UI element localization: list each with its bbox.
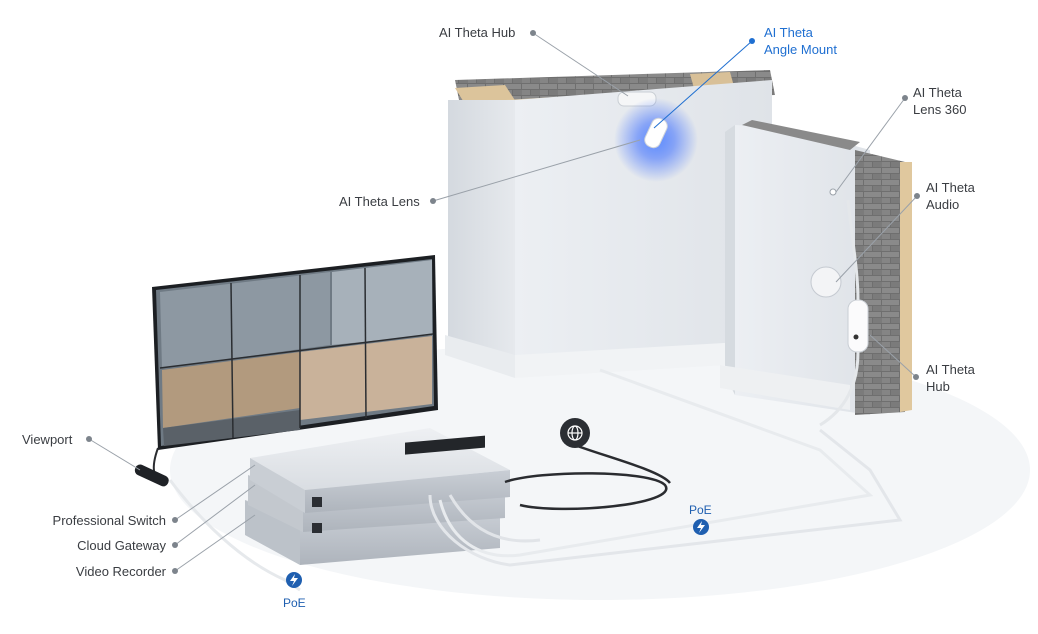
label-professional-switch: Professional Switch — [52, 513, 166, 528]
label-viewport: Viewport — [22, 432, 73, 447]
label-cloud-gateway: Cloud Gateway — [77, 538, 166, 553]
viewport-monitor — [152, 255, 438, 450]
label-poe-right: PoE — [689, 503, 712, 517]
label-theta-hub-top: AI Theta Hub — [439, 25, 516, 40]
theta-lens-360-device — [829, 188, 837, 196]
cables — [152, 368, 903, 592]
label-theta-hub-right: AI Theta Hub — [926, 362, 975, 394]
theta-audio-device — [810, 266, 842, 298]
leader-lines — [88, 32, 918, 572]
viewport-dongle — [134, 464, 169, 487]
network-device-stack — [245, 428, 510, 565]
wall-section-right — [720, 120, 912, 415]
theta-hub-right-device — [847, 299, 869, 353]
label-video-recorder: Video Recorder — [75, 564, 166, 579]
label-theta-audio: AI Theta Audio — [926, 180, 975, 212]
label-theta-lens: AI Theta Lens — [339, 194, 420, 209]
label-theta-lens-360: AI Theta Lens 360 — [913, 85, 967, 117]
label-poe-left: PoE — [283, 596, 306, 610]
theta-lens-device — [644, 117, 668, 149]
label-theta-angle-mount: AI Theta Angle Mount — [764, 25, 837, 57]
